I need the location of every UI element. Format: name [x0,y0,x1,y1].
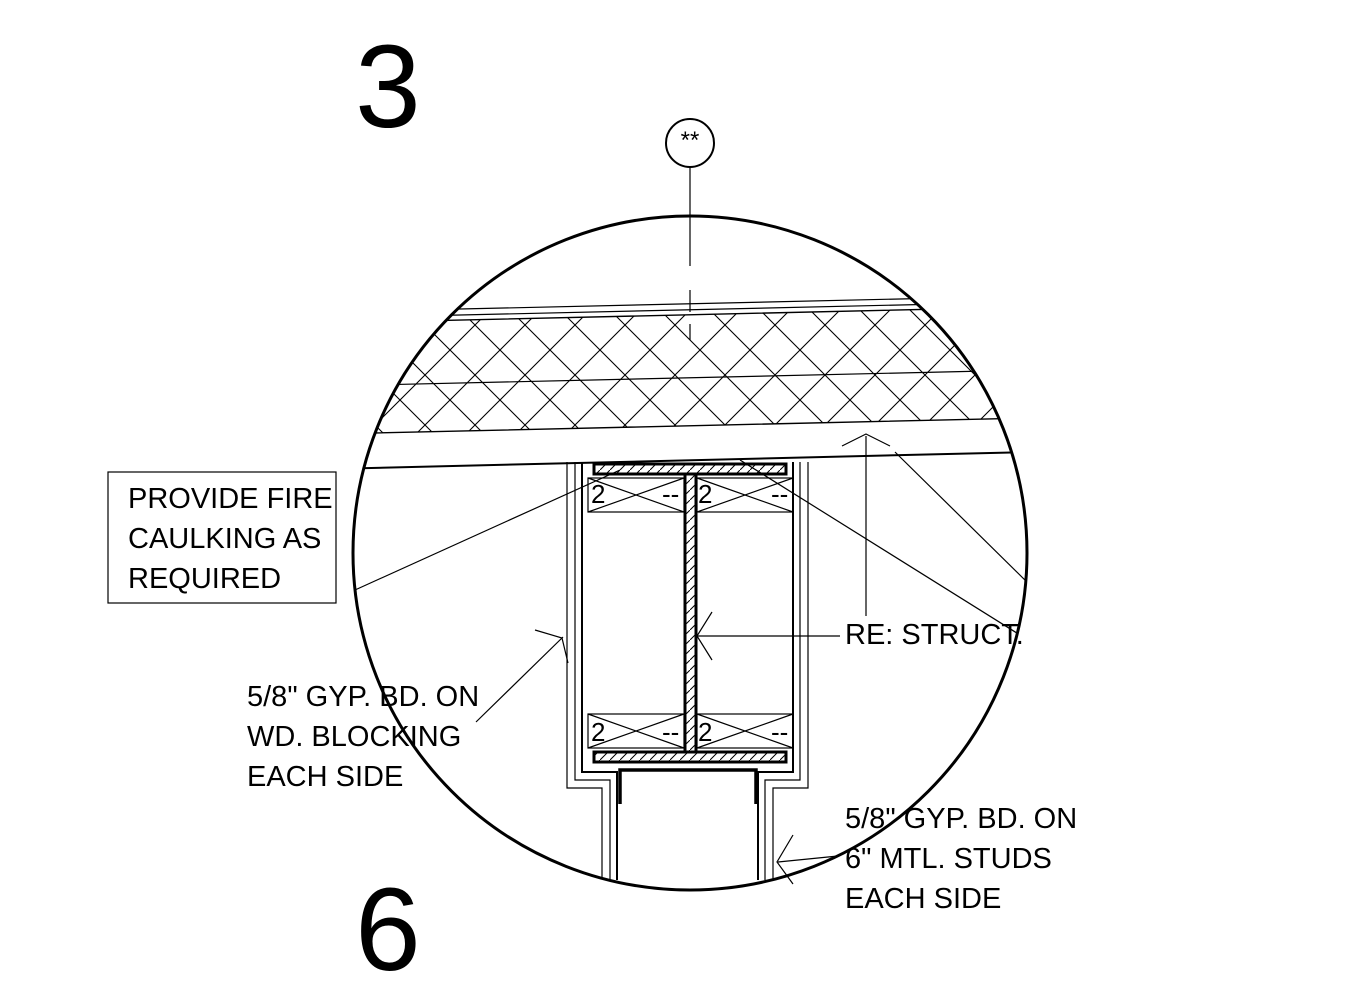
fire-caulking-note: PROVIDE FIRE CAULKING AS REQUIRED [107,471,337,604]
note-line: WD. BLOCKING [247,721,461,753]
note-line: EACH SIDE [845,883,1001,915]
block-dash: -- [662,717,679,747]
detail-number-top: 3 [355,21,421,153]
note-line: EACH SIDE [247,761,403,793]
note-line: 5/8" GYP. BD. ON [247,681,479,713]
gyp-blocking-note: 5/8" GYP. BD. ON WD. BLOCKING EACH SIDE [247,681,479,793]
note-line: REQUIRED [128,563,281,595]
grid-bubble: ** [665,118,715,340]
wood-blocking-bottom [587,713,794,749]
block-label: 2 [698,479,712,509]
note-line: PROVIDE FIRE [128,483,333,515]
detail-section [353,295,1027,880]
steel-beam [592,462,788,764]
gyp-studs-note: 5/8" GYP. BD. ON 6" MTL. STUDS EACH SIDE [845,803,1077,915]
note-line: CAULKING AS [128,523,321,555]
detail-number-bottom: 6 [355,864,421,993]
detail-circle [351,214,1029,892]
block-label: 2 [591,479,605,509]
re-struct-note: RE: STRUCT. [845,619,1024,651]
block-label: 2 [591,717,605,747]
block-label: 2 [698,717,712,747]
note-line: 6" MTL. STUDS [845,843,1052,875]
note-line: 5/8" GYP. BD. ON [845,803,1077,835]
metal-stud-track [618,768,758,804]
grid-bubble-label: ** [681,127,700,154]
block-dash: -- [771,717,788,747]
gyp-blocking-leader [475,629,569,723]
re-struct-leader [696,611,840,661]
block-dash: -- [662,479,679,509]
gyp-studs-leader [776,834,839,885]
block-dash: -- [771,479,788,509]
wood-blocking-top [587,477,794,513]
rigid-insulation [353,306,1027,435]
structure-arrow [841,433,891,616]
